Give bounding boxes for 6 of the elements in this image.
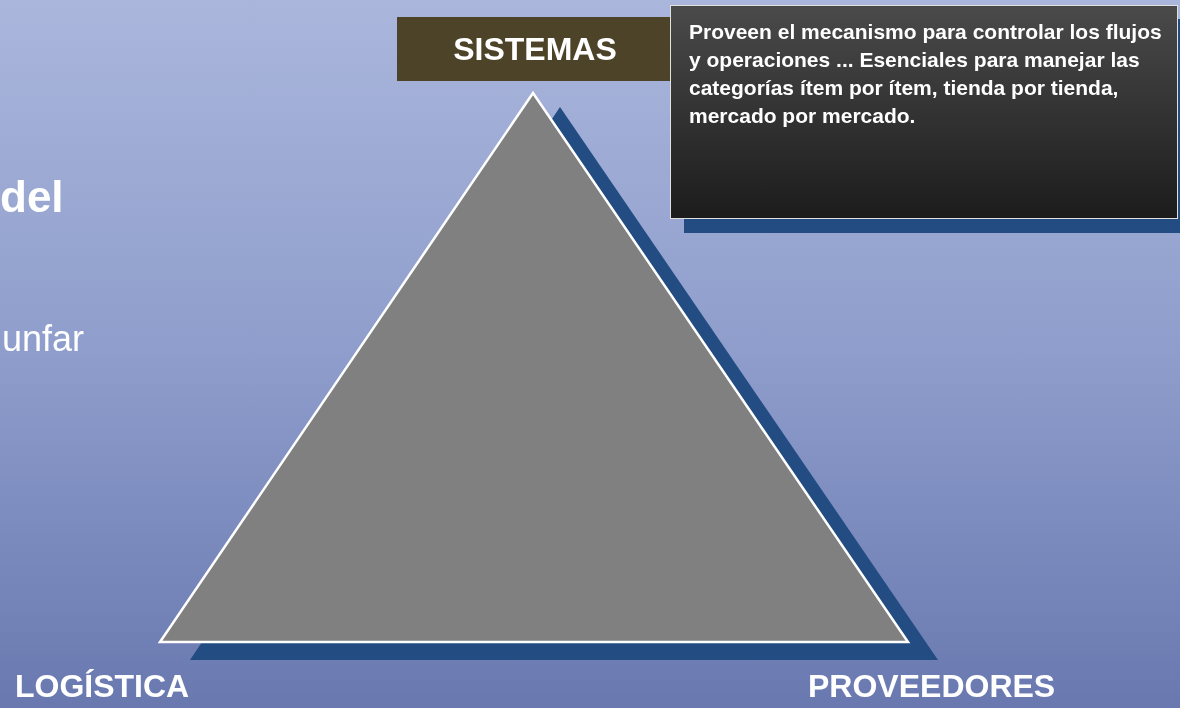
note-panel: Proveen el mecanismo para controlar los flujos y operaciones ... Esenciales para manejar las categorías ítem por ítem, tienda por tienda, mercado por mercado. [670, 5, 1178, 219]
corner-label: PROVEEDORES [808, 668, 1056, 705]
heading-banner: SISTEMAS [397, 17, 673, 81]
cut-body-text: unfar [2, 318, 85, 360]
corner-label: LOGÍSTICA [15, 668, 190, 705]
cut-heading-text: del [0, 172, 64, 222]
